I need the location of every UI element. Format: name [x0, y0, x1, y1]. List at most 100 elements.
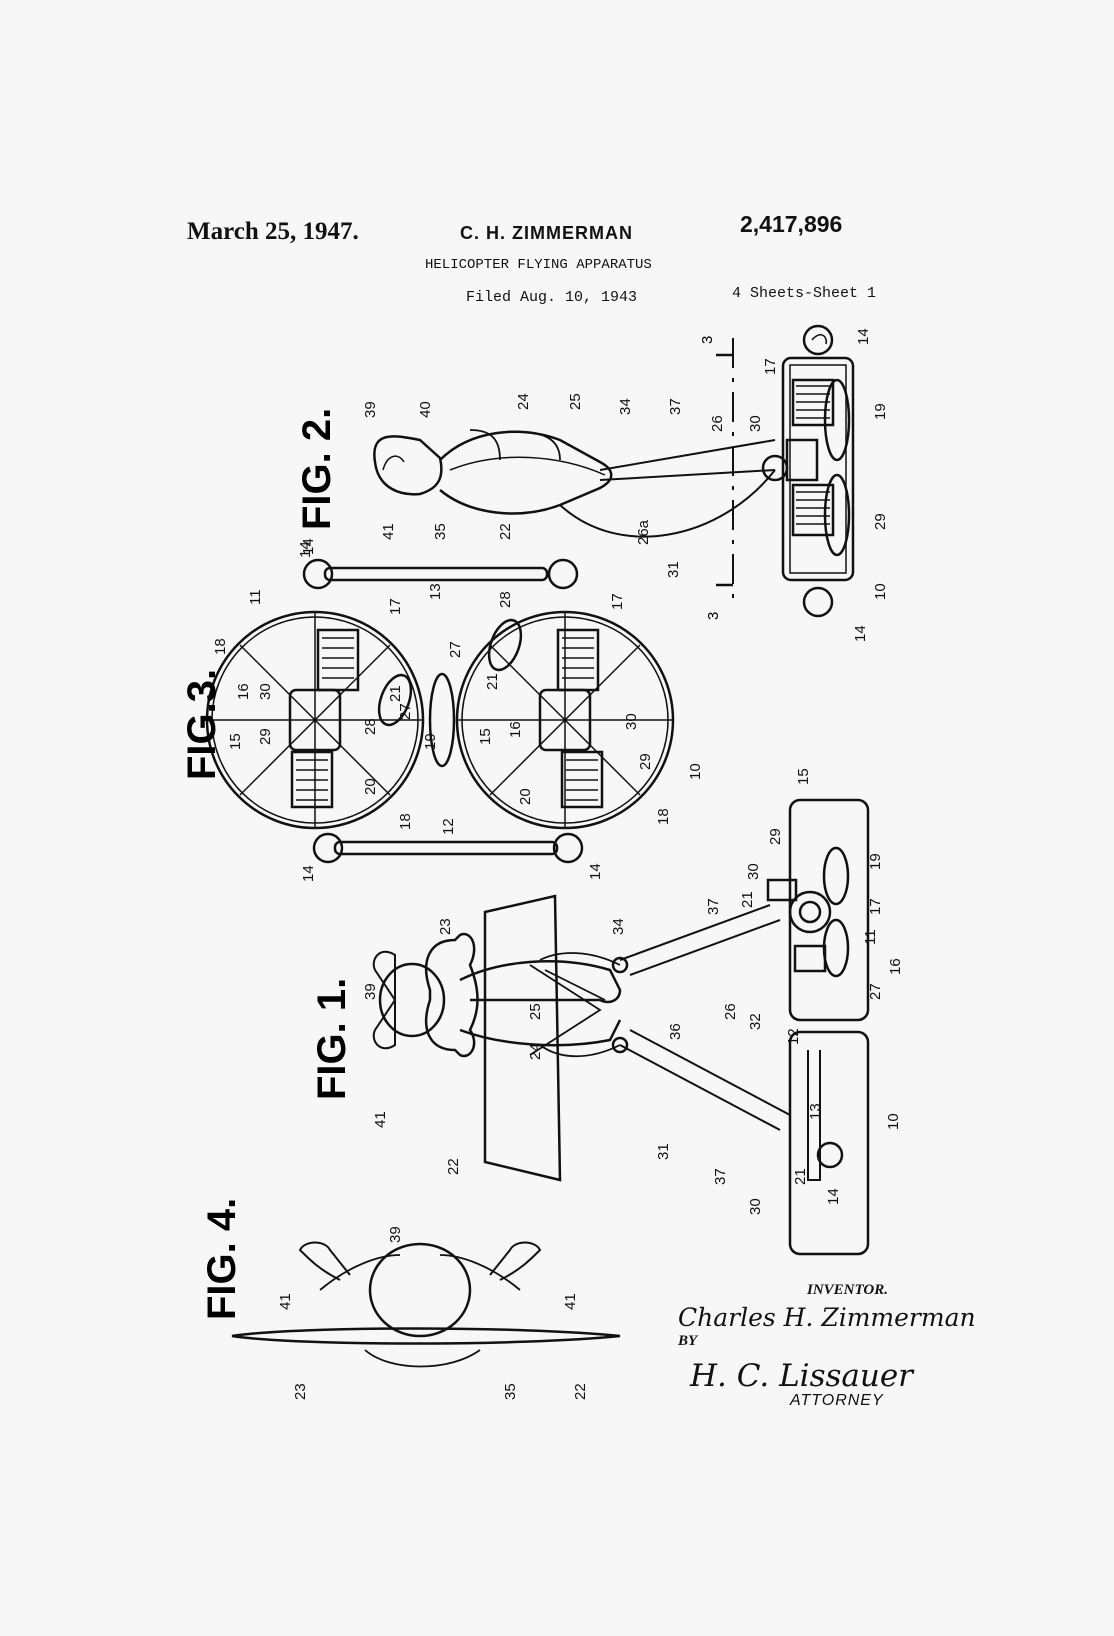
ref-numeral: 12 — [440, 818, 457, 835]
ref-numeral: 12 — [785, 1028, 802, 1045]
ref-numeral: 31 — [665, 561, 682, 578]
ref-numeral: 17 — [609, 593, 626, 610]
attorney-label: ATTORNEY — [790, 1392, 884, 1409]
ref-numeral: 18 — [397, 813, 414, 830]
ref-numeral: 41 — [380, 523, 397, 540]
ref-numeral: 39 — [362, 983, 379, 1000]
ref-numeral: 19 — [867, 853, 884, 870]
ref-numeral: 10 — [885, 1113, 902, 1130]
ref-numeral: 27 — [867, 983, 884, 1000]
patent-number: 2,417,896 — [740, 211, 843, 237]
ref-numeral: 15 — [227, 733, 244, 750]
ref-numeral: 14 — [300, 865, 317, 882]
ref-numeral: 15 — [477, 728, 494, 745]
fig3-drawing — [205, 558, 675, 864]
fig4-label: FIG. 4. — [200, 1198, 244, 1320]
ref-numeral: 18 — [655, 808, 672, 825]
ref-numeral: 17 — [387, 598, 404, 615]
ref-numeral: 39 — [362, 401, 379, 418]
ref-numeral: 26 — [722, 1003, 739, 1020]
patent-date: March 25, 1947. — [187, 218, 359, 245]
fig3-label: FIG.3. — [180, 669, 224, 780]
ref-numeral: 23 — [437, 918, 454, 935]
ref-numeral: 31 — [655, 1143, 672, 1160]
ref-numeral: 27 — [447, 641, 464, 658]
fig2-drawing — [373, 324, 855, 618]
ref-numeral: 14 — [300, 538, 317, 555]
ref-numeral: 14 — [297, 541, 314, 558]
ref-numeral: 41 — [277, 1293, 294, 1310]
ref-numeral: 30 — [623, 713, 640, 730]
patent-title: HELICOPTER FLYING APPARATUS — [425, 257, 652, 273]
ref-numeral: 29 — [767, 828, 784, 845]
ref-numeral: 28 — [362, 718, 379, 735]
ref-numeral: 30 — [257, 683, 274, 700]
ref-numeral: 14 — [825, 1188, 842, 1205]
inventor-label: INVENTOR. — [807, 1282, 888, 1298]
fig1-label: FIG. 1. — [310, 978, 354, 1100]
ref-numeral: 14 — [587, 863, 604, 880]
ref-numeral: 10 — [872, 583, 889, 600]
ref-numeral: 40 — [417, 401, 434, 418]
ref-numeral: 16 — [507, 721, 524, 738]
ref-numeral: 15 — [795, 768, 812, 785]
ref-numeral: 24 — [527, 1043, 544, 1060]
ref-numeral: 26 — [709, 415, 726, 432]
ref-numeral: 16 — [887, 958, 904, 975]
attorney-signature: H. C. Lissauer — [690, 1358, 913, 1394]
ref-numeral: 28 — [497, 591, 514, 608]
ref-numeral: 17 — [762, 358, 779, 375]
ref-numeral: 35 — [432, 523, 449, 540]
filing-date: Filed Aug. 10, 1943 — [466, 289, 638, 306]
ref-numeral: 36 — [667, 1023, 684, 1040]
inventor-signature: Charles H. Zimmerman — [678, 1303, 976, 1332]
ref-numeral: 13 — [807, 1103, 824, 1120]
ref-numeral: 37 — [705, 898, 722, 915]
ref-numeral: 20 — [517, 788, 534, 805]
ref-numeral: 30 — [747, 1198, 764, 1215]
sheet-count: 4 Sheets-Sheet 1 — [732, 285, 877, 302]
ref-numeral: 27 — [397, 703, 414, 720]
ref-numeral: 41 — [562, 1293, 579, 1310]
ref-numeral: 22 — [572, 1383, 589, 1400]
ref-numeral: 24 — [515, 393, 532, 410]
ref-numeral: 25 — [567, 393, 584, 410]
ref-numeral: 13 — [427, 583, 444, 600]
ref-numeral: 21 — [484, 673, 501, 690]
by-label: BY — [678, 1333, 698, 1349]
inventor-name: C. H. ZIMMERMAN — [460, 223, 633, 243]
ref-numeral: 26a — [635, 519, 652, 545]
ref-numeral: 14 — [852, 625, 869, 642]
ref-numeral: 39 — [387, 1226, 404, 1243]
ref-numeral: 37 — [712, 1168, 729, 1185]
ref-numeral: 11 — [247, 589, 264, 605]
fig4-drawing — [231, 1241, 621, 1368]
ref-numeral: 21 — [387, 685, 404, 702]
ref-numeral: 41 — [372, 1111, 389, 1128]
ref-numeral: 37 — [667, 398, 684, 415]
ref-numeral: 25 — [527, 1003, 544, 1020]
section-mark-top: 3 — [699, 336, 716, 344]
ref-numeral: 32 — [747, 1013, 764, 1030]
ref-numeral: 29 — [872, 513, 889, 530]
fig1-drawing — [372, 798, 870, 1256]
ref-numeral: 23 — [292, 1383, 309, 1400]
ref-numeral: 29 — [637, 753, 654, 770]
ref-numeral: 21 — [739, 891, 756, 908]
ref-numeral: 21 — [792, 1168, 809, 1185]
ref-numeral: 10 — [687, 763, 704, 780]
section-mark-bottom: 3 — [705, 612, 722, 620]
ref-numeral: 19 — [872, 403, 889, 420]
ref-numeral: 30 — [745, 863, 762, 880]
ref-numeral: 34 — [610, 918, 627, 935]
ref-numeral: 16 — [235, 683, 252, 700]
ref-numeral: 29 — [257, 728, 274, 745]
ref-numeral: 18 — [212, 638, 229, 655]
ref-numeral: 30 — [747, 415, 764, 432]
ref-numeral: 14 — [855, 328, 872, 345]
ref-numeral: 19 — [422, 733, 439, 750]
ref-numeral: 17 — [867, 898, 884, 915]
ref-numeral: 20 — [362, 778, 379, 795]
ref-numeral: 11 — [862, 929, 879, 945]
